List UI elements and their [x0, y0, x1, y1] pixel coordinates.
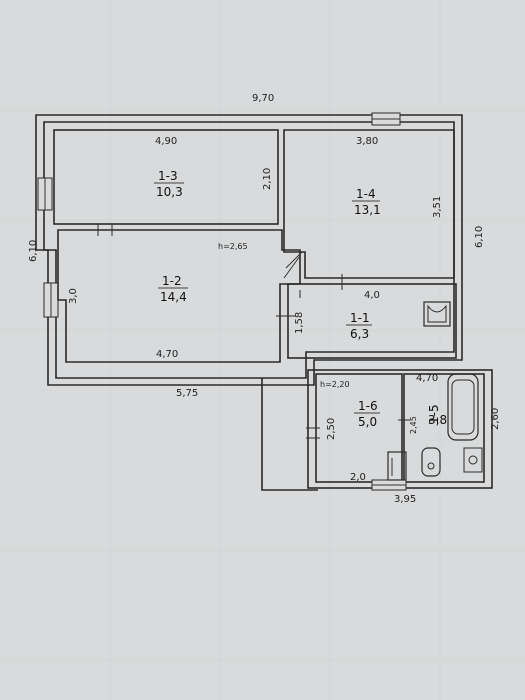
door-marks	[97, 224, 343, 317]
door-swing-1-2	[283, 255, 301, 279]
room-1-2-width: 4,70	[156, 349, 178, 360]
room-1-6-area: 5,0	[358, 415, 377, 429]
room-1-6-width: 2,0	[350, 472, 366, 483]
overall-width-label: 9,70	[252, 93, 274, 104]
left-window-top	[37, 177, 53, 211]
room-1-4-height: 3,51	[432, 196, 443, 218]
annex-depth-label: 2,60	[490, 408, 501, 430]
stove-icon-annex	[387, 451, 407, 481]
stove-icon	[423, 301, 451, 327]
room-1-1-area: 6,3	[350, 327, 369, 341]
room-1-1	[287, 283, 457, 359]
room-1-1-id: 1-1	[350, 311, 370, 325]
overall-depth-right-label: 6,10	[474, 226, 485, 248]
room-1-4-id: 1-4	[356, 187, 376, 201]
ceiling-annex-label: h=2,20	[320, 380, 350, 389]
room-1-3-area: 10,3	[156, 185, 183, 199]
room-1-2-height: 3,0	[68, 288, 79, 304]
room-1-3-id: 1-3	[158, 169, 178, 183]
room-1-2-area: 14,4	[160, 290, 187, 304]
room-1-5-id: 1-5	[427, 404, 441, 424]
room-1-5-width: 4,70	[416, 373, 438, 384]
room-1-6-id: 1-6	[358, 399, 378, 413]
room-1-1-width: 4,0	[364, 290, 380, 301]
room-1-1-height: 1,58	[294, 312, 305, 334]
room-1-6-height: 2,50	[326, 418, 337, 440]
door-swing-1-4	[285, 251, 303, 269]
left-window-bottom	[43, 282, 59, 318]
annex-door-marks	[306, 419, 410, 439]
room-1-3	[53, 129, 279, 225]
toilet-icon	[421, 447, 441, 477]
room-1-5-area: 3,8	[428, 413, 447, 427]
top-window	[371, 112, 401, 126]
room-1-3-width: 4,90	[155, 136, 177, 147]
room-1-5-height: 2,45	[409, 416, 418, 434]
annex-width-label: 3,95	[394, 494, 416, 505]
room-1-3-height: 2,10	[262, 168, 273, 190]
outer-walls	[35, 114, 463, 386]
annex-walls	[261, 369, 493, 491]
room-1-4-width: 3,80	[356, 136, 378, 147]
room-1-4-area: 13,1	[354, 203, 381, 217]
room-1-2	[57, 229, 301, 363]
sink-icon	[463, 447, 483, 473]
ceiling-main-label: h=2,65	[218, 242, 248, 251]
bottom-main-label: 5,75	[176, 388, 198, 399]
room-1-2-id: 1-2	[162, 274, 182, 288]
overall-depth-label: 6,10	[28, 240, 39, 262]
room-1-4	[283, 129, 455, 279]
bathtub-icon	[447, 373, 479, 441]
